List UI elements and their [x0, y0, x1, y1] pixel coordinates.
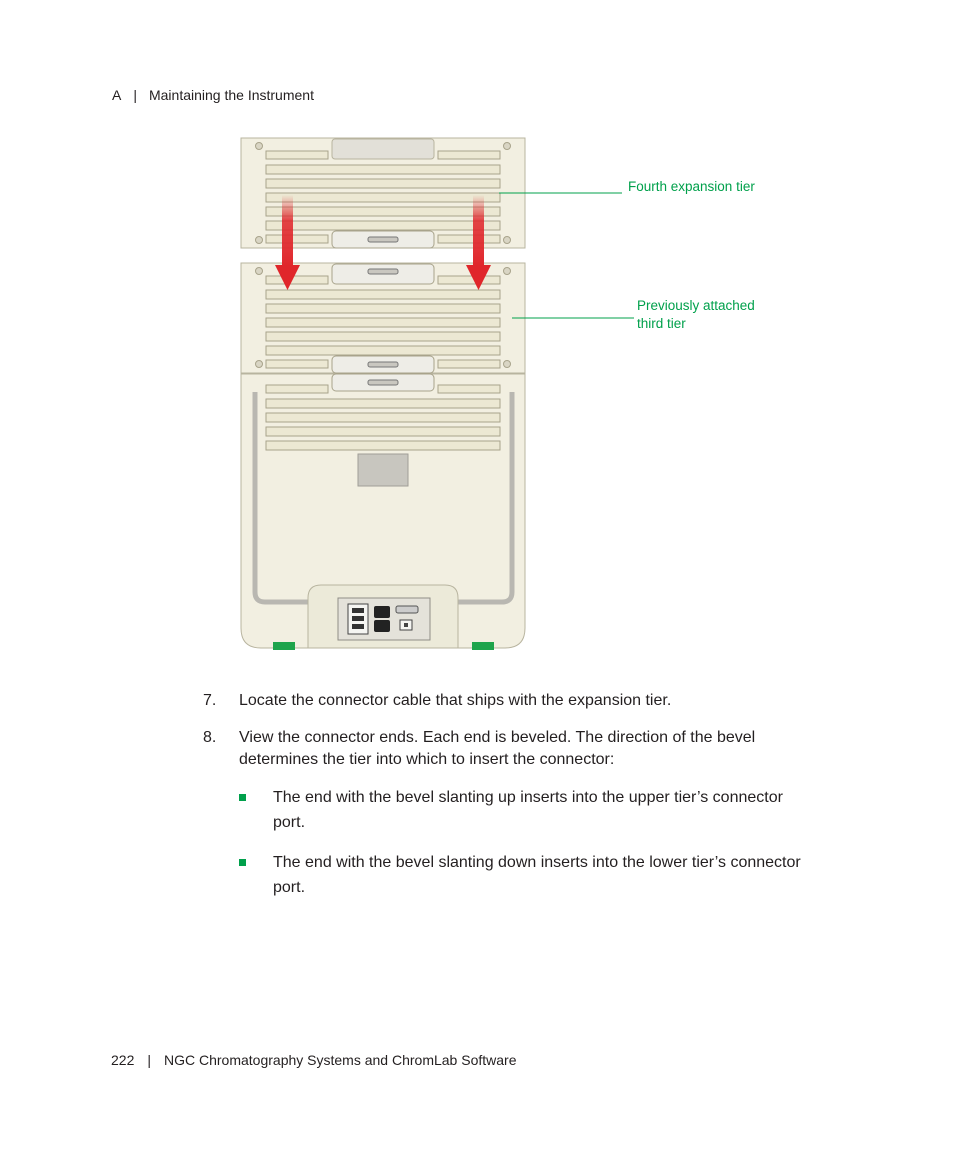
step-text-line2: determines the tier into which to insert… — [239, 751, 615, 768]
bullet-text-line1: The end with the bevel slanting down ins… — [273, 854, 801, 871]
expansion-tier-illustration — [240, 137, 634, 650]
bullet-marker — [239, 859, 246, 866]
bullet-text-line2: port. — [273, 814, 306, 831]
callout-fourth-expansion-tier: Fourth expansion tier — [628, 179, 755, 194]
right-foot — [472, 642, 494, 650]
callout-third-tier-line2: third tier — [637, 316, 686, 331]
step-number: 7. — [203, 692, 217, 709]
step-number: 8. — [203, 729, 217, 746]
page-number: 222 — [111, 1052, 135, 1068]
step-text-line1: View the connector ends. Each end is bev… — [239, 729, 756, 746]
header-title: Maintaining the Instrument — [148, 87, 314, 103]
running-header: A | Maintaining the Instrument — [112, 87, 314, 103]
alignment-arrows — [275, 195, 491, 290]
bullet-marker — [239, 794, 246, 801]
bullet-text: The end with the bevel slanting up inser… — [273, 785, 848, 835]
footer-title: NGC Chromatography Systems and ChromLab … — [164, 1052, 517, 1068]
left-foot — [273, 642, 295, 650]
step-text: Locate the connector cable that ships wi… — [239, 692, 672, 709]
bullet-text-line2: port. — [273, 879, 306, 896]
bullet-text-line1: The end with the bevel slanting up inser… — [273, 789, 783, 806]
footer-separator: | — [147, 1052, 151, 1068]
callout-previously-attached-third-tier: Previously attached third tier — [637, 297, 755, 333]
step-text: View the connector ends. Each end is bev… — [239, 727, 839, 771]
header-section: A — [112, 87, 122, 103]
callout-third-tier-line1: Previously attached — [637, 298, 755, 313]
bullet-text: The end with the bevel slanting down ins… — [273, 850, 848, 900]
header-separator: | — [133, 87, 137, 103]
base-module — [240, 373, 526, 650]
running-footer: 222 | NGC Chromatography Systems and Chrom… — [111, 1052, 516, 1068]
